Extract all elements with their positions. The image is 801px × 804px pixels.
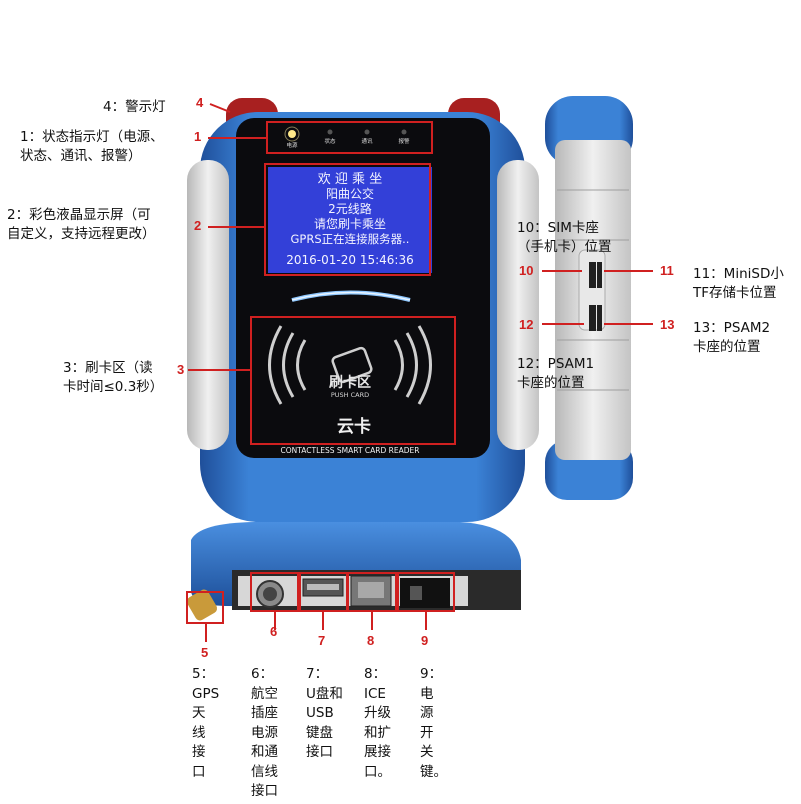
callout-number-3: 3 xyxy=(177,362,185,377)
screen-line-2: 阳曲公交 xyxy=(326,186,374,201)
screen-line-3: 2元线路 xyxy=(328,201,372,216)
led-label-comm: 通讯 xyxy=(361,137,373,145)
led-label-alarm: 报警 xyxy=(398,137,410,145)
callout-graphics xyxy=(186,103,653,642)
lcd-screen xyxy=(268,167,432,273)
label-power-switch: 9： 电 源 开 关 键。 xyxy=(420,666,447,780)
callout-number-1: 1 xyxy=(194,129,202,144)
screen-datetime: 2016-01-20 15:46:36 xyxy=(286,253,413,267)
callout-number-8: 8 xyxy=(367,633,375,648)
grip-left xyxy=(187,160,229,450)
callout-number-9: 9 xyxy=(421,633,429,648)
label-gps-antenna: 5： GPS 天 线 接 口 xyxy=(192,666,220,780)
card-area-title: 刷卡区 xyxy=(329,374,371,391)
callout-number-5: 5 xyxy=(201,645,209,660)
psam1-slot xyxy=(589,305,596,331)
front-device: 电源 状态 通讯 报警 欢 迎 乘 坐 阳曲公交 2元线路 请您刷卡乘坐 GPR… xyxy=(187,98,539,522)
screen-line-5: GPRS正在连接服务器.. xyxy=(291,232,410,246)
label-psam2-slot: 13：PSAM2 卡座的位置 xyxy=(693,320,771,355)
gps-antenna-connector xyxy=(186,589,218,621)
screen-line-4: 请您刷卡乘坐 xyxy=(314,216,386,231)
sim-slot xyxy=(589,262,596,288)
footer-text: CONTACTLESS SMART CARD READER xyxy=(281,446,420,455)
label-psam1-slot: 12：PSAM1 卡座的位置 xyxy=(517,356,595,391)
tf-slot xyxy=(597,262,602,288)
callout-number-13: 13 xyxy=(660,317,675,332)
card-area-subtitle: PUSH CARD xyxy=(331,391,369,399)
brand-logo: 云卡 xyxy=(337,416,371,437)
label-usb-port: 7： U盘和 USB 键盘 接口 xyxy=(306,666,343,760)
side-device xyxy=(545,96,633,500)
card-reading-area xyxy=(268,325,432,405)
callout-number-4: 4 xyxy=(196,95,204,110)
callout-number-6: 6 xyxy=(270,624,278,639)
led-label-status: 状态 xyxy=(324,137,336,145)
led-label-power: 电源 xyxy=(286,141,298,149)
label-ice-port: 8： ICE 升级 和扩 展接 口。 xyxy=(364,666,391,780)
label-sim-slot: 10：SIM卡座 （手机卡）位置 xyxy=(517,220,612,255)
callout-number-2: 2 xyxy=(194,218,202,233)
card-icon xyxy=(331,346,373,384)
bottom-device xyxy=(186,522,521,621)
grip-right xyxy=(497,160,539,450)
label-warning-light: 4：警示灯 xyxy=(103,99,166,115)
label-status-leds: 1：状态指示灯（电源、 状态、通讯、报警） xyxy=(20,129,164,164)
label-tf-slot: 11：MiniSD小 TF存储卡位置 xyxy=(693,266,784,301)
callout-number-7: 7 xyxy=(318,633,326,648)
label-card-area: 3：刷卡区（读 卡时间≤0.3秒） xyxy=(63,360,164,395)
screen-line-1: 欢 迎 乘 坐 xyxy=(318,172,382,187)
label-lcd-screen: 2：彩色液晶显示屏（可 自定义，支持远程更改） xyxy=(7,207,156,242)
label-aviation-socket: 6： 航空 插座 电源 和通 信线 接口 xyxy=(251,666,278,799)
callout-number-12: 12 xyxy=(519,317,534,332)
callout-number-10: 10 xyxy=(519,263,534,278)
power-switch xyxy=(400,578,450,608)
psam2-slot xyxy=(597,305,602,331)
callout-number-11: 11 xyxy=(660,263,674,278)
